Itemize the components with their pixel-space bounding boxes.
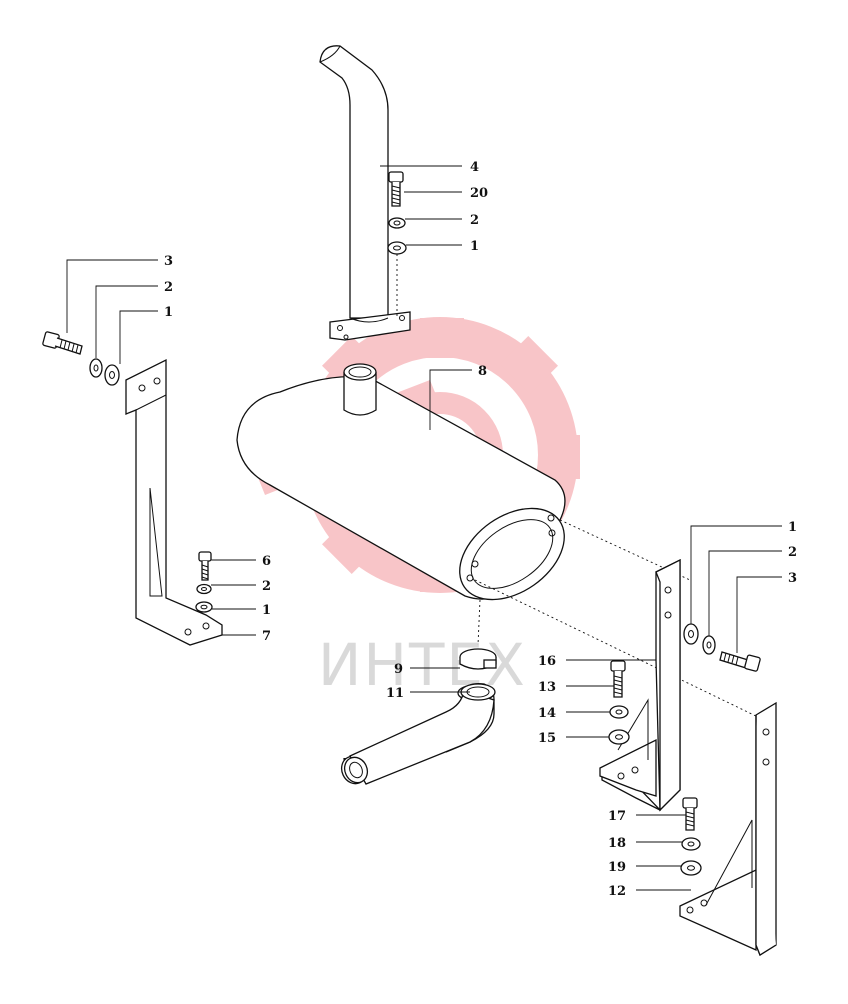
muffler-part-8	[236, 363, 566, 601]
right-bracket-part-16	[599, 558, 681, 812]
bolt-part-3-left	[42, 331, 83, 355]
flat-washer-part-19	[680, 860, 702, 876]
flat-washer-part-1-upper	[387, 241, 407, 255]
label-part-8: 8	[478, 364, 487, 379]
bolt-part-20	[388, 171, 404, 207]
label-part-6: 6	[262, 554, 271, 569]
label-part-11: 11	[386, 686, 404, 701]
spring-washer-part-2-lower-left	[196, 583, 212, 595]
bolt-part-17	[682, 797, 698, 831]
flat-washer-part-15	[608, 729, 630, 745]
label-part-1-left: 1	[164, 305, 173, 320]
bolt-part-13	[610, 660, 626, 698]
flat-washer-part-1-lower-left	[195, 601, 213, 613]
flat-washer-part-1-right	[683, 623, 699, 645]
label-part-3-right: 3	[788, 571, 797, 586]
label-part-9: 9	[394, 662, 403, 677]
bolt-part-3-right	[719, 651, 761, 672]
spring-washer-part-2-left	[89, 358, 103, 378]
label-part-18: 18	[608, 836, 626, 851]
label-part-20: 20	[470, 186, 488, 201]
flat-washer-part-1-left	[104, 364, 120, 386]
label-part-19: 19	[608, 860, 626, 875]
hose-part-11	[340, 682, 496, 785]
spring-washer-part-18	[681, 837, 701, 851]
label-part-15: 15	[538, 731, 556, 746]
spring-washer-part-14	[609, 705, 629, 719]
label-part-7: 7	[262, 629, 271, 644]
part-labels: 4 20 2 1 3 2 1 8 6 2 1 7 1 2 3 9 16 13 1…	[164, 160, 797, 899]
label-part-13: 13	[538, 680, 556, 695]
label-part-1-right: 1	[788, 520, 797, 535]
label-part-2-lower-left: 2	[262, 579, 271, 594]
label-part-1-upper: 1	[470, 239, 479, 254]
leader-lines	[66, 165, 782, 891]
label-part-14: 14	[538, 706, 556, 721]
exhaust-pipe-part-4	[319, 45, 411, 341]
label-part-12: 12	[608, 884, 626, 899]
bolt-part-6	[198, 551, 212, 581]
label-part-17: 17	[608, 809, 626, 824]
hose-clamp-part-9	[459, 648, 497, 670]
label-part-4: 4	[470, 160, 479, 175]
spring-washer-part-2-upper	[388, 217, 406, 229]
spring-washer-part-2-right	[702, 635, 716, 655]
right-bracket-part-12	[679, 701, 777, 956]
label-part-2-upper: 2	[470, 213, 479, 228]
label-part-16: 16	[538, 654, 556, 669]
label-part-2-left: 2	[164, 280, 173, 295]
label-part-2-right: 2	[788, 545, 797, 560]
label-part-1-lower-left: 1	[262, 603, 271, 618]
label-part-3-left: 3	[164, 254, 173, 269]
